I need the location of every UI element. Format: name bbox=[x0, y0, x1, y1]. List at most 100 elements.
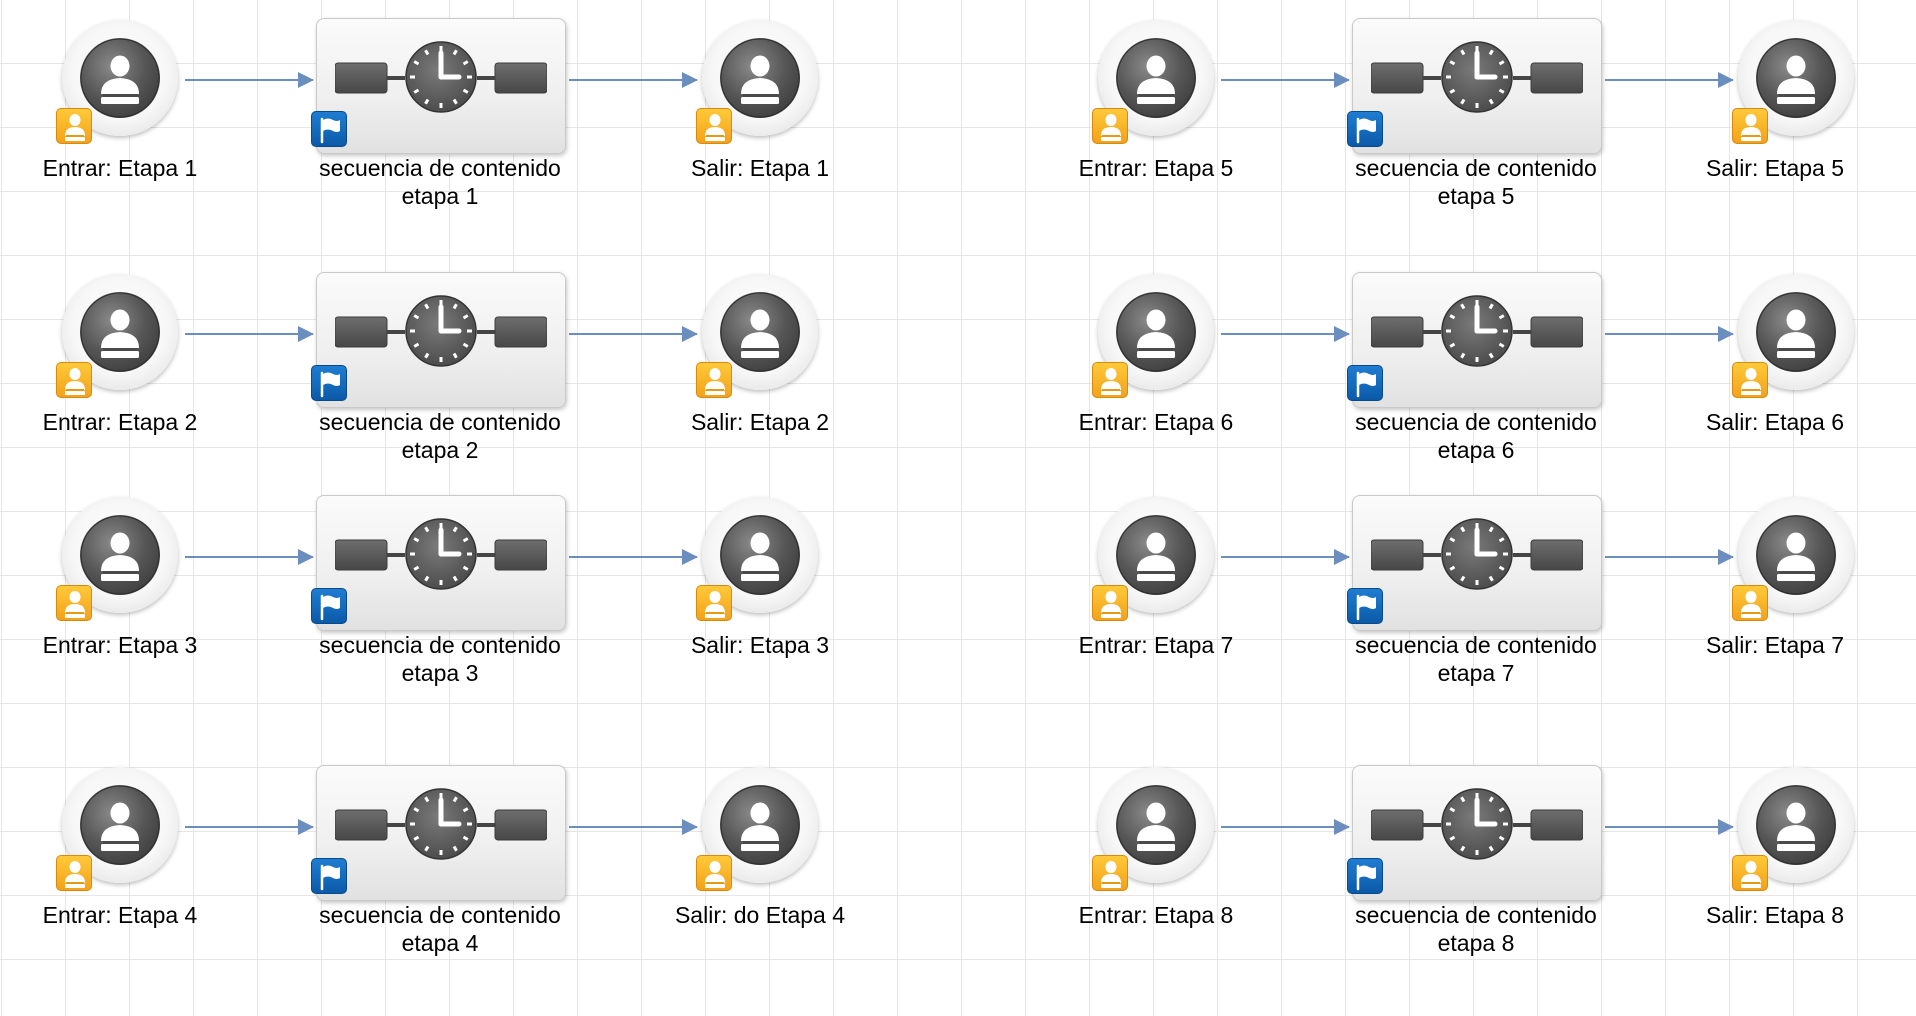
connector-arrow bbox=[1605, 72, 1734, 88]
enter-node-label: Entrar: Etapa 8 bbox=[1078, 902, 1234, 928]
sequence-node-label-stage: etapa 6 bbox=[1437, 437, 1515, 463]
sequence-node[interactable] bbox=[1347, 765, 1602, 901]
sequence-node-label-stage: etapa 8 bbox=[1437, 930, 1515, 956]
person-icon bbox=[79, 514, 161, 596]
user-badge-icon bbox=[1092, 585, 1128, 621]
enter-node[interactable] bbox=[56, 20, 178, 144]
sequence-node-label: secuencia de contenido bbox=[319, 155, 561, 181]
flag-badge-icon bbox=[1347, 858, 1383, 894]
connector-arrow bbox=[569, 819, 698, 835]
enter-node[interactable] bbox=[1092, 767, 1214, 891]
sequence-node[interactable] bbox=[1347, 18, 1602, 154]
exit-node[interactable] bbox=[1732, 20, 1854, 144]
sequence-node[interactable] bbox=[311, 495, 566, 631]
sequence-node-label: secuencia de contenido bbox=[1355, 409, 1597, 435]
user-badge-icon bbox=[696, 362, 732, 398]
exit-node-label: Salir: do Etapa 4 bbox=[674, 902, 846, 928]
connector-arrow bbox=[1221, 819, 1350, 835]
enter-node[interactable] bbox=[56, 274, 178, 398]
sequence-clock-icon bbox=[1370, 295, 1584, 367]
enter-node-label: Entrar: Etapa 6 bbox=[1078, 409, 1234, 435]
user-badge-icon bbox=[56, 585, 92, 621]
user-badge-icon bbox=[1732, 108, 1768, 144]
flag-badge-icon bbox=[311, 365, 347, 401]
exit-node[interactable] bbox=[696, 497, 818, 621]
exit-node-label: Salir: Etapa 7 bbox=[1705, 632, 1845, 658]
sequence-node-label-stage: etapa 2 bbox=[401, 437, 479, 463]
user-badge-icon bbox=[56, 108, 92, 144]
flag-badge-icon bbox=[1347, 111, 1383, 147]
enter-node-label: Entrar: Etapa 2 bbox=[42, 409, 198, 435]
person-icon bbox=[719, 291, 801, 373]
sequence-node-label-stage: etapa 7 bbox=[1437, 660, 1515, 686]
person-icon bbox=[79, 37, 161, 119]
connector-arrow bbox=[1605, 819, 1734, 835]
exit-node[interactable] bbox=[696, 20, 818, 144]
connector-arrow bbox=[185, 819, 314, 835]
person-icon bbox=[719, 514, 801, 596]
enter-node[interactable] bbox=[1092, 497, 1214, 621]
enter-node[interactable] bbox=[56, 767, 178, 891]
sequence-clock-icon bbox=[334, 295, 548, 367]
enter-node[interactable] bbox=[56, 497, 178, 621]
sequence-clock-icon bbox=[1370, 518, 1584, 590]
sequence-node[interactable] bbox=[1347, 272, 1602, 408]
enter-node-label: Entrar: Etapa 5 bbox=[1078, 155, 1234, 181]
sequence-clock-icon bbox=[334, 518, 548, 590]
sequence-node[interactable] bbox=[311, 18, 566, 154]
connector-arrow bbox=[185, 326, 314, 342]
flag-badge-icon bbox=[311, 111, 347, 147]
exit-node-label: Salir: Etapa 3 bbox=[690, 632, 830, 658]
sequence-node[interactable] bbox=[311, 765, 566, 901]
sequence-node-label-stage: etapa 1 bbox=[401, 183, 479, 209]
enter-node[interactable] bbox=[1092, 274, 1214, 398]
sequence-node-label-stage: etapa 3 bbox=[401, 660, 479, 686]
exit-node-label: Salir: Etapa 1 bbox=[690, 155, 830, 181]
sequence-node-label: secuencia de contenido bbox=[319, 409, 561, 435]
connector-arrow bbox=[185, 72, 314, 88]
sequence-clock-icon bbox=[334, 41, 548, 113]
flag-badge-icon bbox=[311, 588, 347, 624]
sequence-clock-icon bbox=[1370, 41, 1584, 113]
sequence-node-label-stage: etapa 5 bbox=[1437, 183, 1515, 209]
person-icon bbox=[1115, 37, 1197, 119]
exit-node[interactable] bbox=[696, 274, 818, 398]
exit-node-label: Salir: Etapa 8 bbox=[1705, 902, 1845, 928]
person-icon bbox=[1755, 37, 1837, 119]
connector-arrow bbox=[569, 72, 698, 88]
exit-node[interactable] bbox=[1732, 767, 1854, 891]
connector-arrow bbox=[569, 326, 698, 342]
sequence-node-label: secuencia de contenido bbox=[1355, 632, 1597, 658]
enter-node[interactable] bbox=[1092, 20, 1214, 144]
person-icon bbox=[719, 784, 801, 866]
user-badge-icon bbox=[696, 855, 732, 891]
flag-badge-icon bbox=[1347, 588, 1383, 624]
user-badge-icon bbox=[1092, 362, 1128, 398]
sequence-node[interactable] bbox=[1347, 495, 1602, 631]
person-icon bbox=[1115, 514, 1197, 596]
user-badge-icon bbox=[1732, 855, 1768, 891]
exit-node[interactable] bbox=[1732, 274, 1854, 398]
person-icon bbox=[719, 37, 801, 119]
sequence-node-label: secuencia de contenido bbox=[319, 632, 561, 658]
exit-node[interactable] bbox=[696, 767, 818, 891]
exit-node[interactable] bbox=[1732, 497, 1854, 621]
flag-badge-icon bbox=[311, 858, 347, 894]
connector-arrow bbox=[185, 549, 314, 565]
exit-node-label: Salir: Etapa 2 bbox=[690, 409, 830, 435]
exit-node-label: Salir: Etapa 5 bbox=[1705, 155, 1845, 181]
connector-arrow bbox=[1221, 72, 1350, 88]
sequence-clock-icon bbox=[334, 788, 548, 860]
sequence-node-label: secuencia de contenido bbox=[1355, 902, 1597, 928]
flag-badge-icon bbox=[1347, 365, 1383, 401]
person-icon bbox=[79, 784, 161, 866]
connector-arrow bbox=[1221, 549, 1350, 565]
person-icon bbox=[1755, 291, 1837, 373]
sequence-node[interactable] bbox=[311, 272, 566, 408]
person-icon bbox=[79, 291, 161, 373]
